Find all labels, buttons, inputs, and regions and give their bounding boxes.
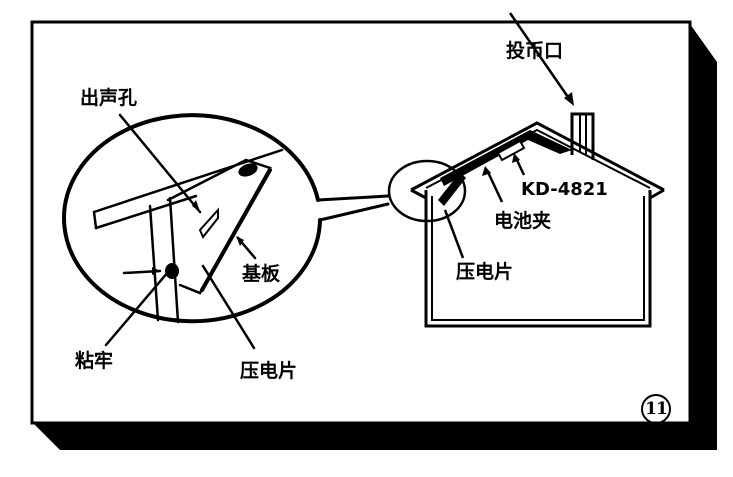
label-piezo-magnified: 压电片 <box>240 360 298 382</box>
battery-clip-shape <box>440 130 572 186</box>
magnified-callout <box>62 113 390 350</box>
label-substrate: 基板 <box>242 263 281 285</box>
label-sound-hole: 出声孔 <box>80 87 138 109</box>
glue-dot-lower <box>165 263 179 279</box>
card-frame <box>30 20 692 425</box>
label-glued: 粘牢 <box>75 350 114 372</box>
label-battery-clip: 电池夹 <box>494 210 552 232</box>
pcb-strip <box>496 139 526 162</box>
piezo-in-house <box>438 172 466 206</box>
figure-number-badge: 11 <box>641 394 671 424</box>
glue-dot-upper <box>238 163 258 177</box>
label-piezo-house: 压电片 <box>456 261 514 283</box>
label-coin-slot: 投币口 <box>506 40 564 62</box>
detail-circle <box>387 159 467 223</box>
figure-number: 11 <box>645 399 668 419</box>
figure-number-underline <box>650 427 662 429</box>
label-model: KD-4821 <box>521 179 608 200</box>
house-outline <box>410 112 665 328</box>
